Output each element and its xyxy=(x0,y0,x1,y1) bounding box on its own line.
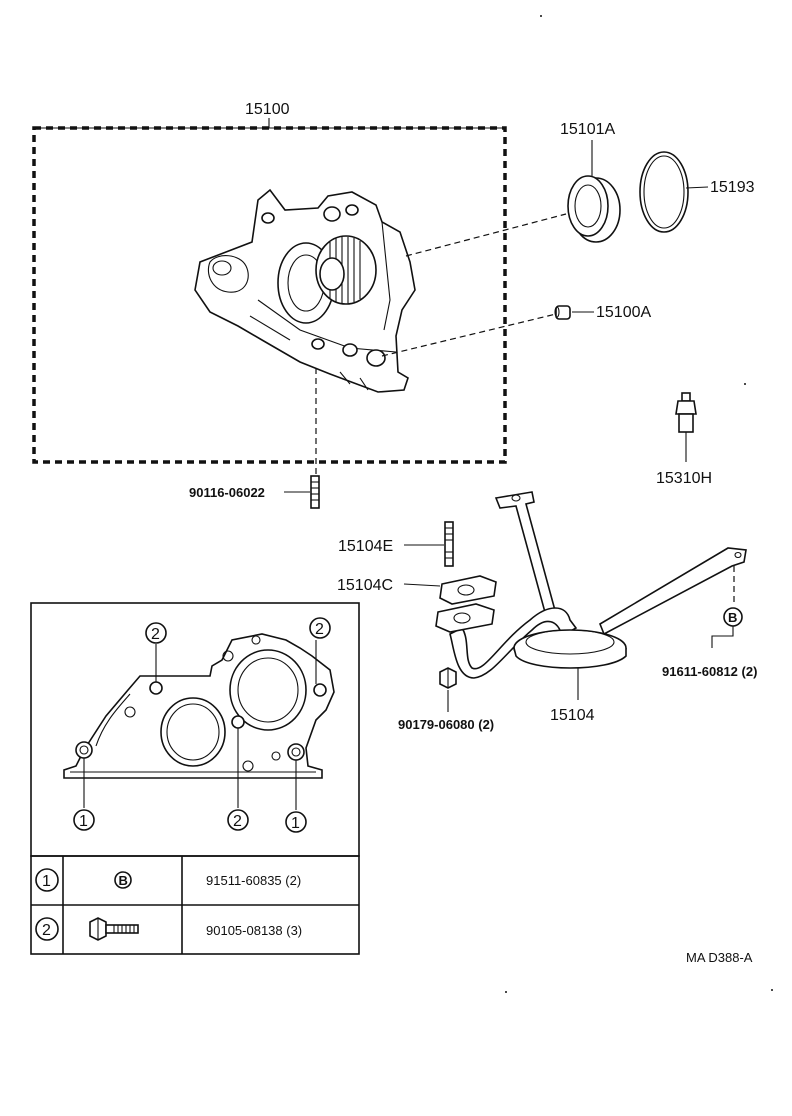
label-sensor: 15310H xyxy=(656,470,712,487)
label-pin: 15100A xyxy=(596,304,651,321)
legend-row-1-part: 91511-60835 (2) xyxy=(206,873,301,888)
callout-2-right: 2 xyxy=(309,617,331,639)
bolt-icon xyxy=(89,917,139,941)
scan-specks xyxy=(505,15,773,993)
diagram-code: MA D388-A xyxy=(686,950,753,965)
bolt-b-marker: B xyxy=(711,566,743,648)
label-gasket: 15104C xyxy=(337,577,393,594)
oil-strainer xyxy=(435,491,747,700)
svg-text:2: 2 xyxy=(315,621,324,638)
stud-strainer xyxy=(404,521,454,567)
svg-text:1: 1 xyxy=(79,813,88,830)
legend-row-1-index: 1 xyxy=(42,873,51,890)
o-ring xyxy=(639,151,709,233)
callout-1-left: 1 xyxy=(73,809,95,831)
callout-2-left: 2 xyxy=(145,622,167,644)
oil-seal xyxy=(567,140,621,243)
b-marker-letter: B xyxy=(728,610,737,625)
label-oil-seal: 15101A xyxy=(560,121,615,138)
label-pump-assembly: 15100 xyxy=(245,101,290,118)
legend-table xyxy=(30,855,360,955)
label-nut: 90179-06080 (2) xyxy=(398,717,494,732)
nut xyxy=(439,667,457,712)
legend-row-2-part: 90105-08138 (3) xyxy=(206,923,302,938)
label-o-ring: 15193 xyxy=(710,179,755,196)
legend-row-1: 1 B 91511-60835 (2) xyxy=(35,868,301,892)
inset-panel xyxy=(30,602,360,857)
oil-pump-body xyxy=(194,188,416,393)
oil-pressure-sensor xyxy=(675,392,697,462)
svg-text:2: 2 xyxy=(233,813,242,830)
legend-row-2: 2 90105-08138 (3) xyxy=(35,917,302,941)
callout-2-bottom: 2 xyxy=(227,809,249,831)
stud-pump xyxy=(284,475,320,509)
svg-text:2: 2 xyxy=(151,626,160,643)
gasket xyxy=(403,575,497,605)
callout-1-right: 1 xyxy=(285,811,307,833)
legend-row-2-index: 2 xyxy=(42,922,51,939)
legend-row-1-symbol: B xyxy=(119,873,128,888)
pump-assembly-bracket xyxy=(32,118,507,464)
pin xyxy=(554,305,594,320)
label-stud-strainer: 15104E xyxy=(338,538,393,555)
label-strainer: 15104 xyxy=(550,707,595,724)
label-bolt-b: 91611-60812 (2) xyxy=(662,664,757,679)
label-stud-pump: 90116-06022 xyxy=(189,485,265,500)
svg-text:1: 1 xyxy=(291,815,300,832)
